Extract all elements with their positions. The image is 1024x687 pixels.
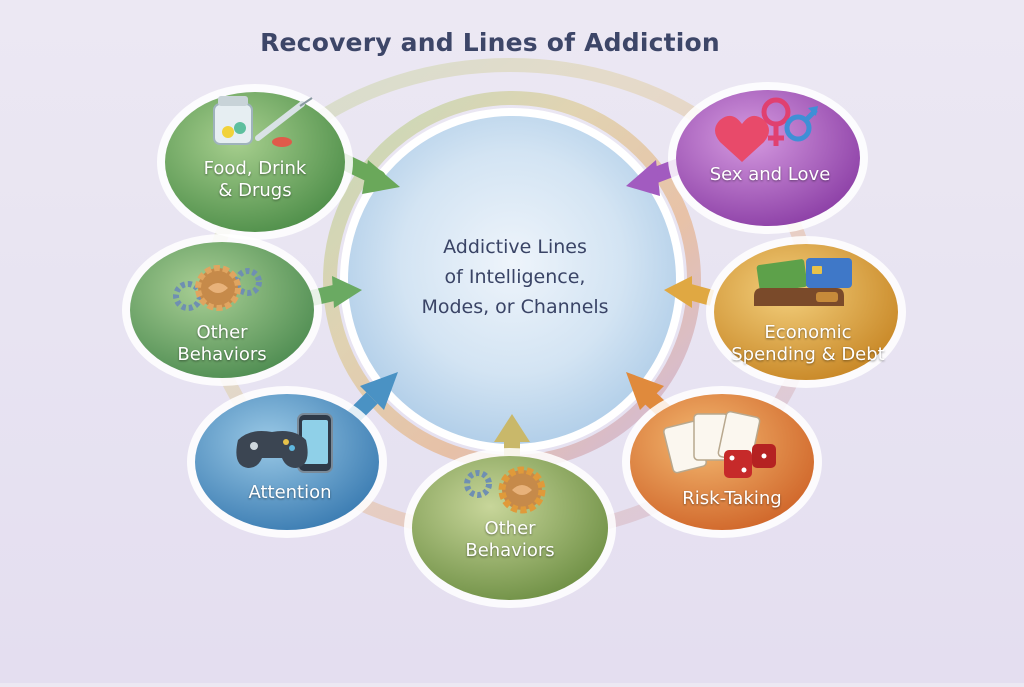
page-title: Recovery and Lines of Addiction [260,28,720,57]
label-line: Food, Drink [203,158,307,179]
node-sex-and-love [668,82,868,234]
cards-dice-icon [663,410,776,478]
label-line: Economic [764,322,852,343]
node-attention [187,386,387,538]
food-drink-drugs-label: Food, Drink & Drugs [185,158,325,202]
brain-gears-icon [173,265,262,311]
center-label-line: Addictive Lines [443,236,587,258]
label-line: Other [484,518,536,539]
label-line: Risk-Taking [682,488,782,509]
label-line: Other [196,322,248,343]
node-other-behaviors-bottom [404,448,616,608]
node-food-drink-drugs [157,84,353,240]
wallet-cash-card-icon [754,258,852,306]
sex-and-love-label: Sex and Love [692,164,848,186]
node-other-behaviors-left [122,234,322,386]
label-line: & Drugs [218,180,292,201]
brain-gears-icon [464,466,546,514]
label-line: Sex and Love [709,164,831,185]
other-behaviors-left-label: Other Behaviors [152,322,292,366]
economic-spending-debt-label: Economic Spending & Debt [720,322,896,366]
label-line: Behaviors [177,344,267,365]
center-label: Addictive Lines of Intelligence, Modes, … [380,232,650,322]
attention-label: Attention [220,482,360,504]
risk-taking-label: Risk-Taking [662,488,802,510]
label-line: Behaviors [465,540,555,561]
center-label-line: of Intelligence, [444,266,586,288]
label-line: Spending & Debt [731,344,885,365]
heart-gender-symbols-icon [715,97,818,162]
node-economic-spending-debt [706,236,906,388]
other-behaviors-bottom-label: Other Behaviors [440,518,580,562]
gamepad-phone-icon [236,413,333,473]
center-label-line: Modes, or Channels [421,296,609,318]
node-risk-taking [622,386,822,538]
label-line: Attention [248,482,332,503]
pill-bottle-syringe-icon [213,96,313,147]
